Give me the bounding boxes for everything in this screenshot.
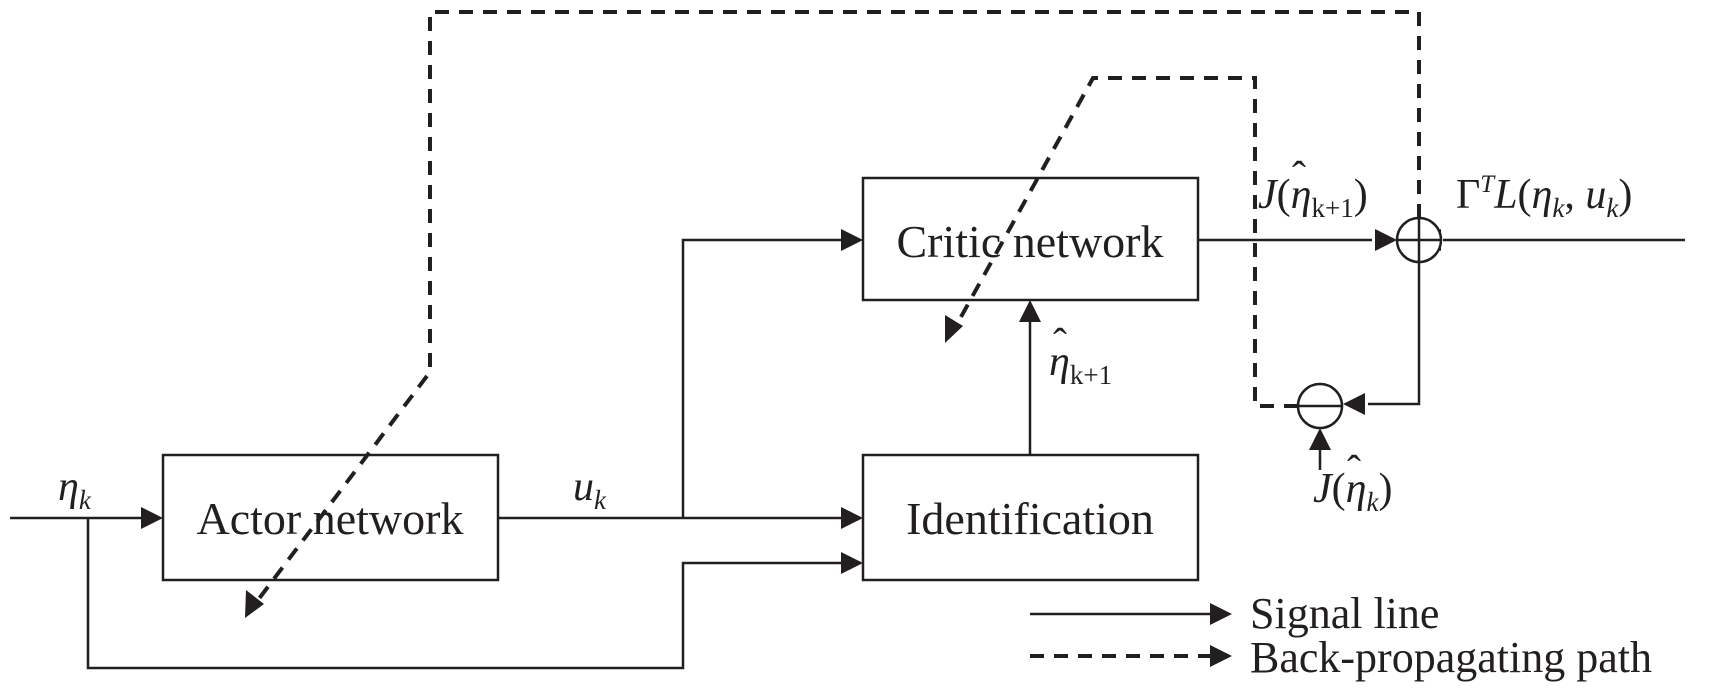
- eta-input-arrowhead: [141, 507, 163, 529]
- u-ident-arrowhead: [841, 507, 863, 529]
- svg-text:J(ηk+1): J(ηk+1): [1258, 172, 1368, 223]
- legend-backprop-arrowhead: [1210, 645, 1232, 667]
- eta-hat-arrowhead: [1019, 300, 1041, 322]
- j-current-arrowhead: [1309, 428, 1331, 450]
- j-current-hat: ˆ: [1347, 448, 1361, 494]
- backprop-critic-line: [954, 76, 1298, 408]
- identification-block: Identification: [861, 453, 1200, 582]
- eta-feedback-line: [86, 518, 848, 670]
- svg-text:J(ηk): J(ηk): [1313, 466, 1392, 517]
- j-current-label: J(ηk) ˆ: [1313, 448, 1392, 517]
- eta-hat-next-label: ηk+1 ˆ: [1049, 321, 1112, 390]
- svg-text:ηk+1: ηk+1: [1049, 339, 1112, 390]
- u-critic-arrowhead: [841, 229, 863, 251]
- legend-signal-arrowhead: [1210, 603, 1232, 625]
- backprop-critic-arrowhead: [945, 315, 963, 343]
- legend-backprop-label: Back-propagating path: [1250, 633, 1652, 682]
- difference-junction: [1296, 382, 1344, 430]
- backprop-actor-arrowhead: [245, 590, 264, 618]
- sum-output-arrowhead: [1343, 393, 1365, 415]
- sum-output-line: [1368, 262, 1421, 406]
- summing-junction: [1395, 216, 1443, 264]
- legend-signal-entry: Signal line: [1030, 589, 1439, 638]
- eta-k-label: ηk: [58, 464, 92, 515]
- actor-network-block: Actor network: [161, 453, 500, 582]
- actor-network-label: Actor network: [197, 493, 464, 544]
- identification-label: Identification: [906, 493, 1154, 544]
- j-next-label: J(ηk+1) ˆ: [1258, 154, 1368, 223]
- legend-backprop-entry: Back-propagating path: [1030, 633, 1652, 682]
- u-k-label: uk: [573, 464, 607, 515]
- cost-label: ΓTL(ηk, uk): [1456, 171, 1632, 223]
- critic-network-label: Critic network: [897, 216, 1164, 267]
- legend: Signal line Back-propagating path: [1030, 589, 1652, 682]
- critic-output-arrowhead: [1375, 229, 1397, 251]
- eta-feedback-arrowhead: [841, 552, 863, 574]
- legend-signal-label: Signal line: [1250, 589, 1439, 638]
- u-critic-line: [681, 238, 848, 518]
- j-next-hat: ˆ: [1292, 154, 1306, 200]
- eta-hat-next-hat: ˆ: [1053, 321, 1067, 367]
- backprop-paths: [245, 10, 1421, 618]
- critic-network-block: Critic network: [861, 176, 1200, 302]
